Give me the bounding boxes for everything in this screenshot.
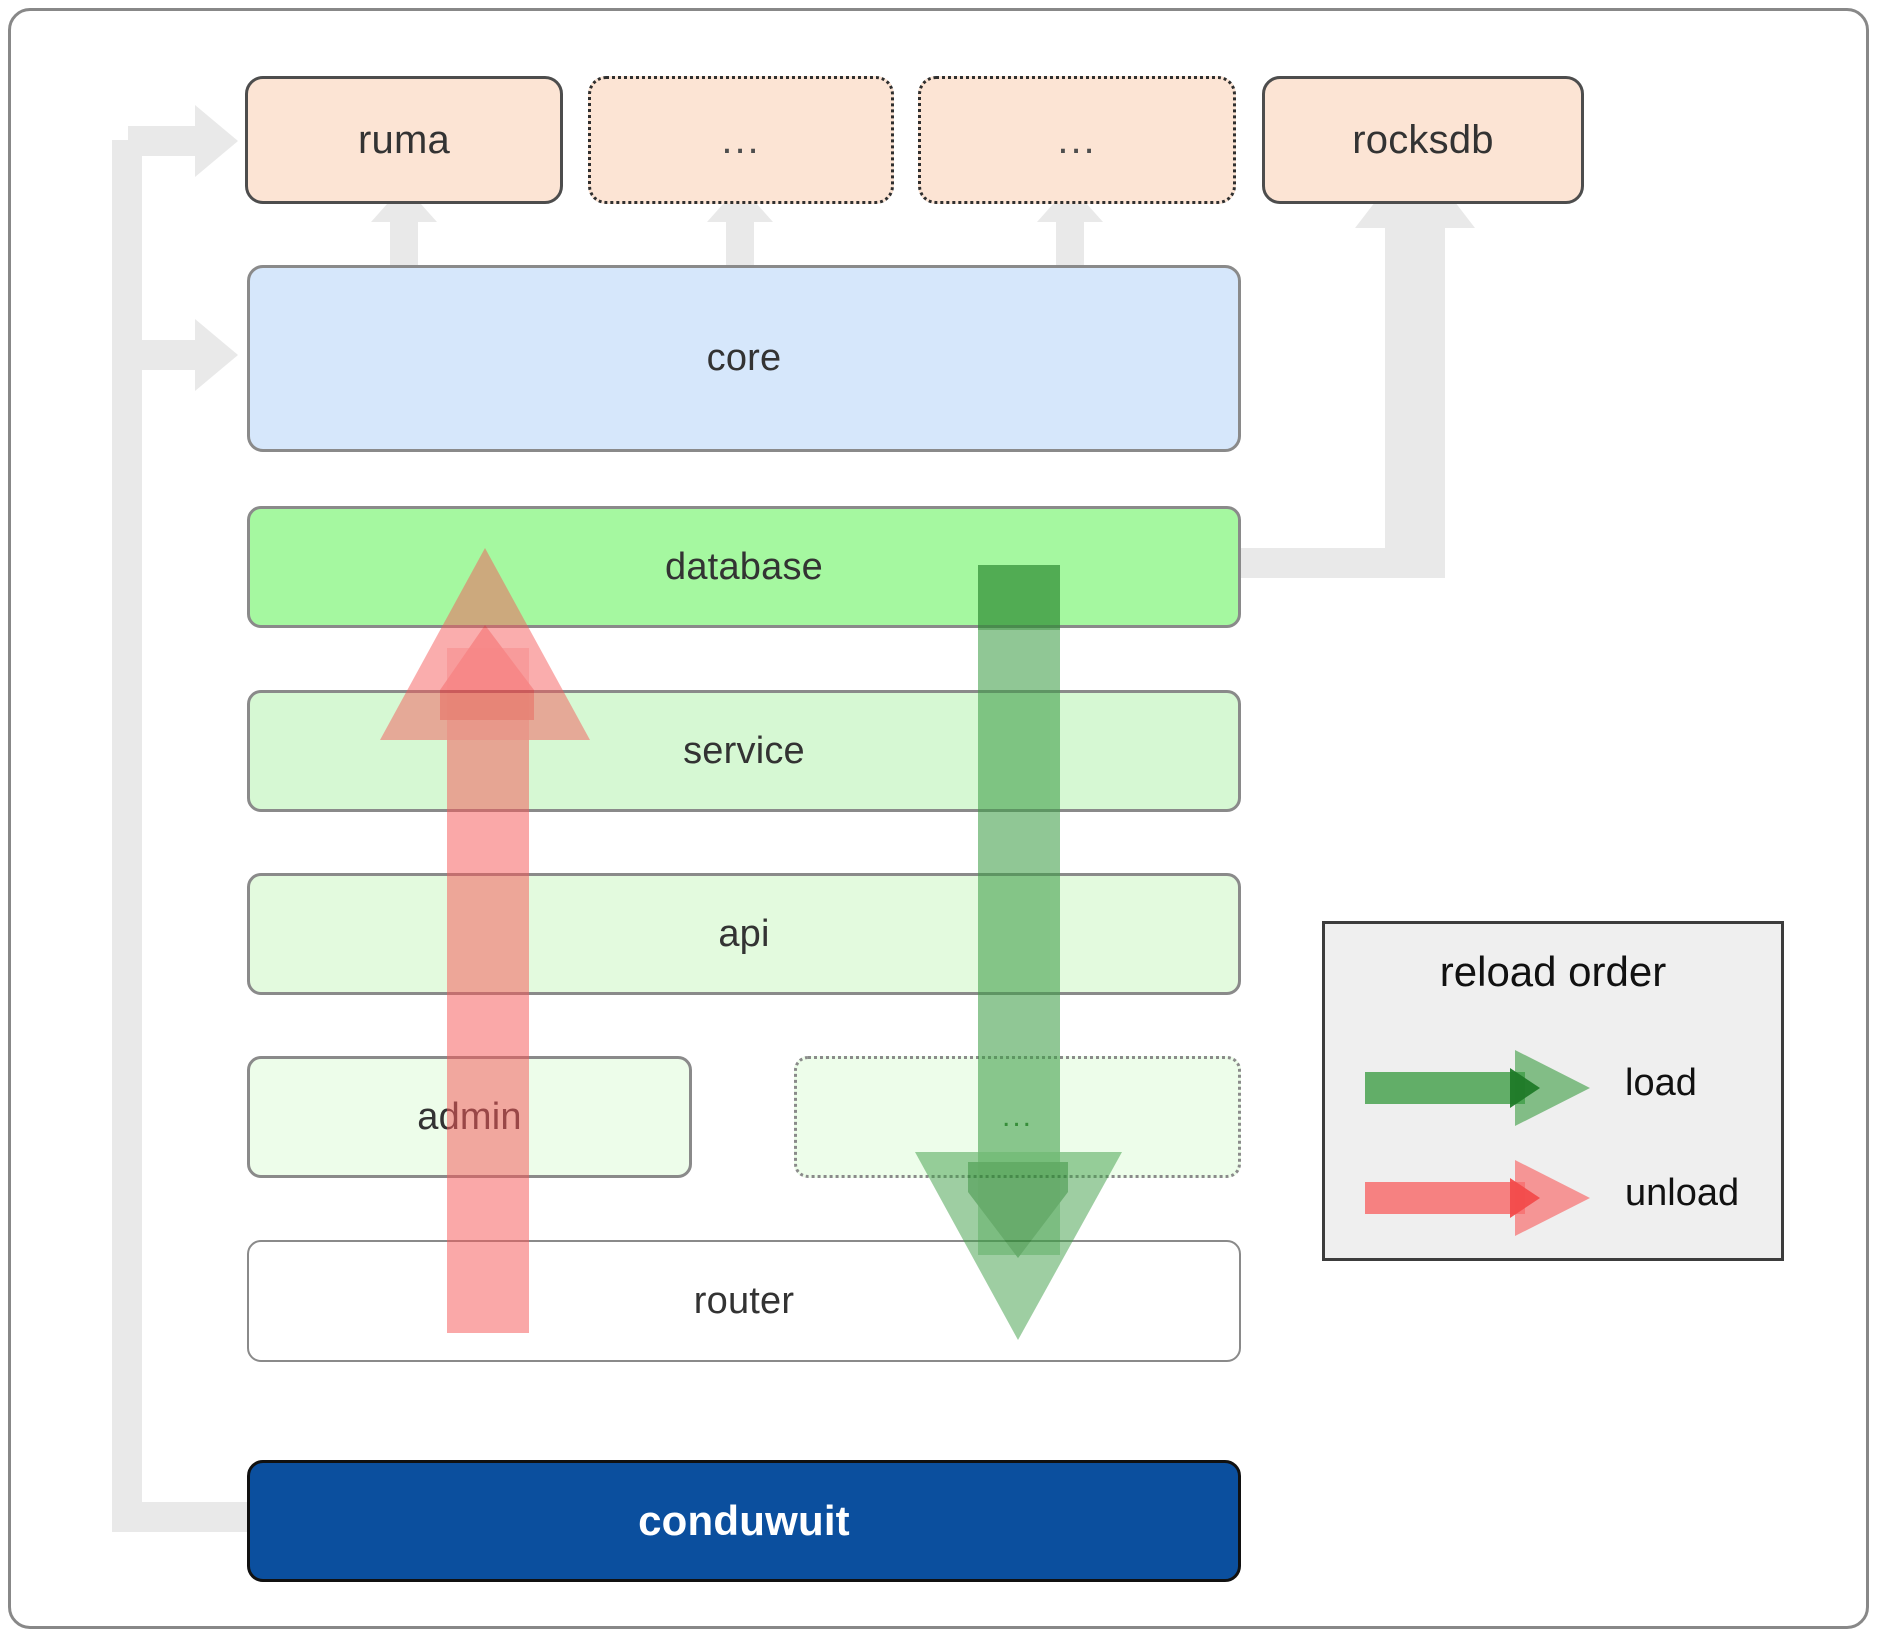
legend-title: reload order (1439, 948, 1667, 995)
node-service[interactable]: service (247, 690, 1241, 812)
node-rocksdb-label: rocksdb (1352, 117, 1494, 162)
legend-unload-label: unload (1625, 1172, 1740, 1214)
legend-load-arrow-icon (1365, 1050, 1590, 1126)
node-ruma[interactable]: ruma (245, 76, 563, 204)
node-admin-label: admin (417, 1095, 522, 1138)
node-core-label: core (706, 337, 782, 379)
node-dependency-ellipsis-2-label: ... (1057, 118, 1097, 162)
node-service-label: service (683, 729, 805, 772)
node-ruma-label: ruma (358, 117, 450, 162)
node-database-label: database (665, 545, 823, 588)
legend-unload-arrow-icon (1365, 1160, 1590, 1236)
legend-panel: reload order load unload (1322, 921, 1784, 1261)
node-leaf-ellipsis[interactable]: ... (794, 1056, 1241, 1178)
node-dependency-ellipsis-2[interactable]: ... (918, 76, 1236, 204)
node-router[interactable]: router (247, 1240, 1241, 1362)
node-leaf-ellipsis-label: ... (1001, 1100, 1033, 1133)
legend-row-load: load (1325, 1042, 1781, 1134)
diagram-frame (8, 8, 1869, 1629)
legend-row-unload: unload (1325, 1152, 1781, 1244)
node-conduwuit-label: conduwuit (638, 1497, 850, 1544)
node-database[interactable]: database (247, 506, 1241, 628)
node-conduwuit[interactable]: conduwuit (247, 1460, 1241, 1582)
node-rocksdb[interactable]: rocksdb (1262, 76, 1584, 204)
node-dependency-ellipsis-1-label: ... (721, 118, 761, 162)
node-core[interactable]: core (247, 265, 1241, 452)
legend-load-label: load (1625, 1062, 1697, 1104)
node-admin[interactable]: admin (247, 1056, 692, 1178)
node-router-label: router (693, 1279, 795, 1322)
node-api-label: api (718, 912, 770, 955)
node-api[interactable]: api (247, 873, 1241, 995)
node-dependency-ellipsis-1[interactable]: ... (588, 76, 894, 204)
